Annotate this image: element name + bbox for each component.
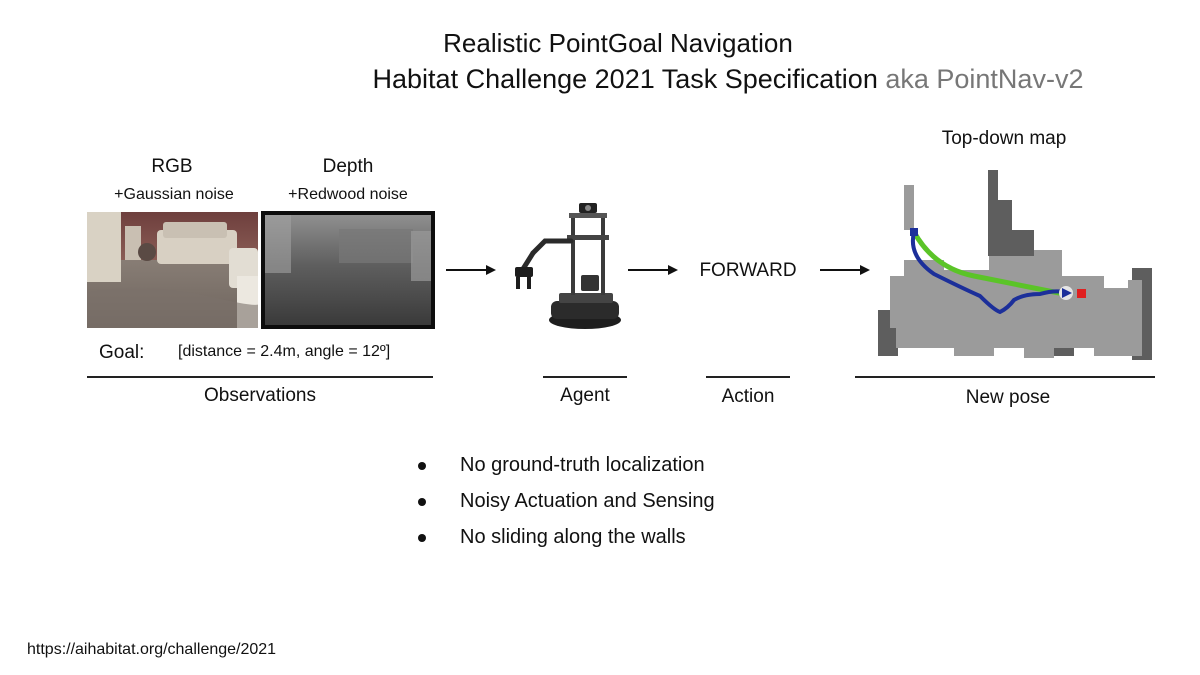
arrow-right-icon: [820, 265, 870, 275]
list-item: Noisy Actuation and Sensing: [418, 488, 715, 524]
bullet-dot-icon: [418, 498, 426, 506]
bullet-dot-icon: [418, 462, 426, 470]
subtitle-aka: aka PointNav-v2: [885, 64, 1084, 94]
goal-label: Goal:: [99, 342, 145, 363]
observations-caption: Observations: [204, 385, 316, 406]
arrow-right-icon: [446, 265, 496, 275]
robot-agent-image: [515, 203, 621, 329]
arrow-right-icon: [628, 265, 678, 275]
agent-rule: [543, 376, 627, 378]
observations-rule: [87, 376, 433, 378]
agent-path: [911, 230, 1066, 315]
start-marker: [910, 228, 918, 236]
top-down-map: [878, 170, 1152, 360]
new-pose-rule: [855, 376, 1155, 378]
action-caption: Action: [721, 386, 775, 407]
new-pose-caption: New pose: [965, 387, 1051, 408]
subtitle-main: Habitat Challenge 2021 Task Specificatio…: [372, 64, 878, 94]
slide-subtitle: Habitat Challenge 2021 Task Specificatio…: [0, 64, 1200, 95]
list-item: No sliding along the walls: [418, 524, 715, 560]
goal-marker: [1077, 289, 1086, 298]
depth-label: Depth: [322, 156, 374, 177]
action-rule: [706, 376, 790, 378]
slide-title: Realistic PointGoal Navigation: [443, 28, 793, 58]
goal-value: [distance = 2.4m, angle = 12º]: [178, 343, 391, 360]
top-down-map-label: Top-down map: [941, 128, 1067, 149]
rgb-label: RGB: [151, 156, 193, 177]
footer-link[interactable]: https://aihabitat.org/challenge/2021: [27, 641, 277, 658]
agent-heading-icon: [1062, 288, 1072, 298]
rgb-observation-image: [87, 212, 258, 328]
gt-path: [911, 229, 1069, 297]
depth-observation-image: [261, 211, 435, 329]
bullet-dot-icon: [418, 534, 426, 542]
depth-noise-label: +Redwood noise: [288, 186, 408, 203]
map-floor: [890, 185, 1142, 358]
rgb-noise-label: +Gaussian noise: [114, 186, 234, 203]
list-item: No ground-truth localization: [418, 452, 715, 488]
task-properties-list: No ground-truth localization Noisy Actua…: [418, 452, 715, 560]
action-value: FORWARD: [699, 260, 797, 281]
map-wall: [988, 170, 1034, 256]
agent-caption: Agent: [560, 385, 610, 406]
